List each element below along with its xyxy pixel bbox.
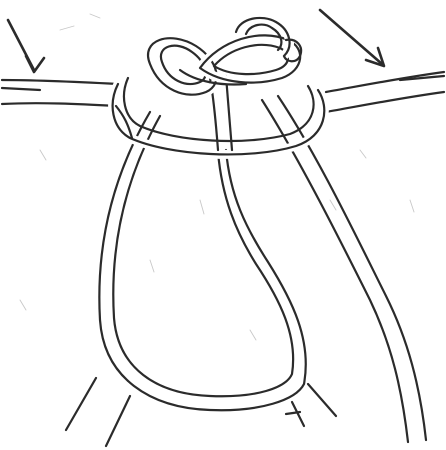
arrow-right [320,10,384,66]
left-standing-rope [2,80,118,106]
right-standing-rope [326,72,444,112]
arrow-left [8,20,44,72]
knot-top-loops [148,18,301,95]
